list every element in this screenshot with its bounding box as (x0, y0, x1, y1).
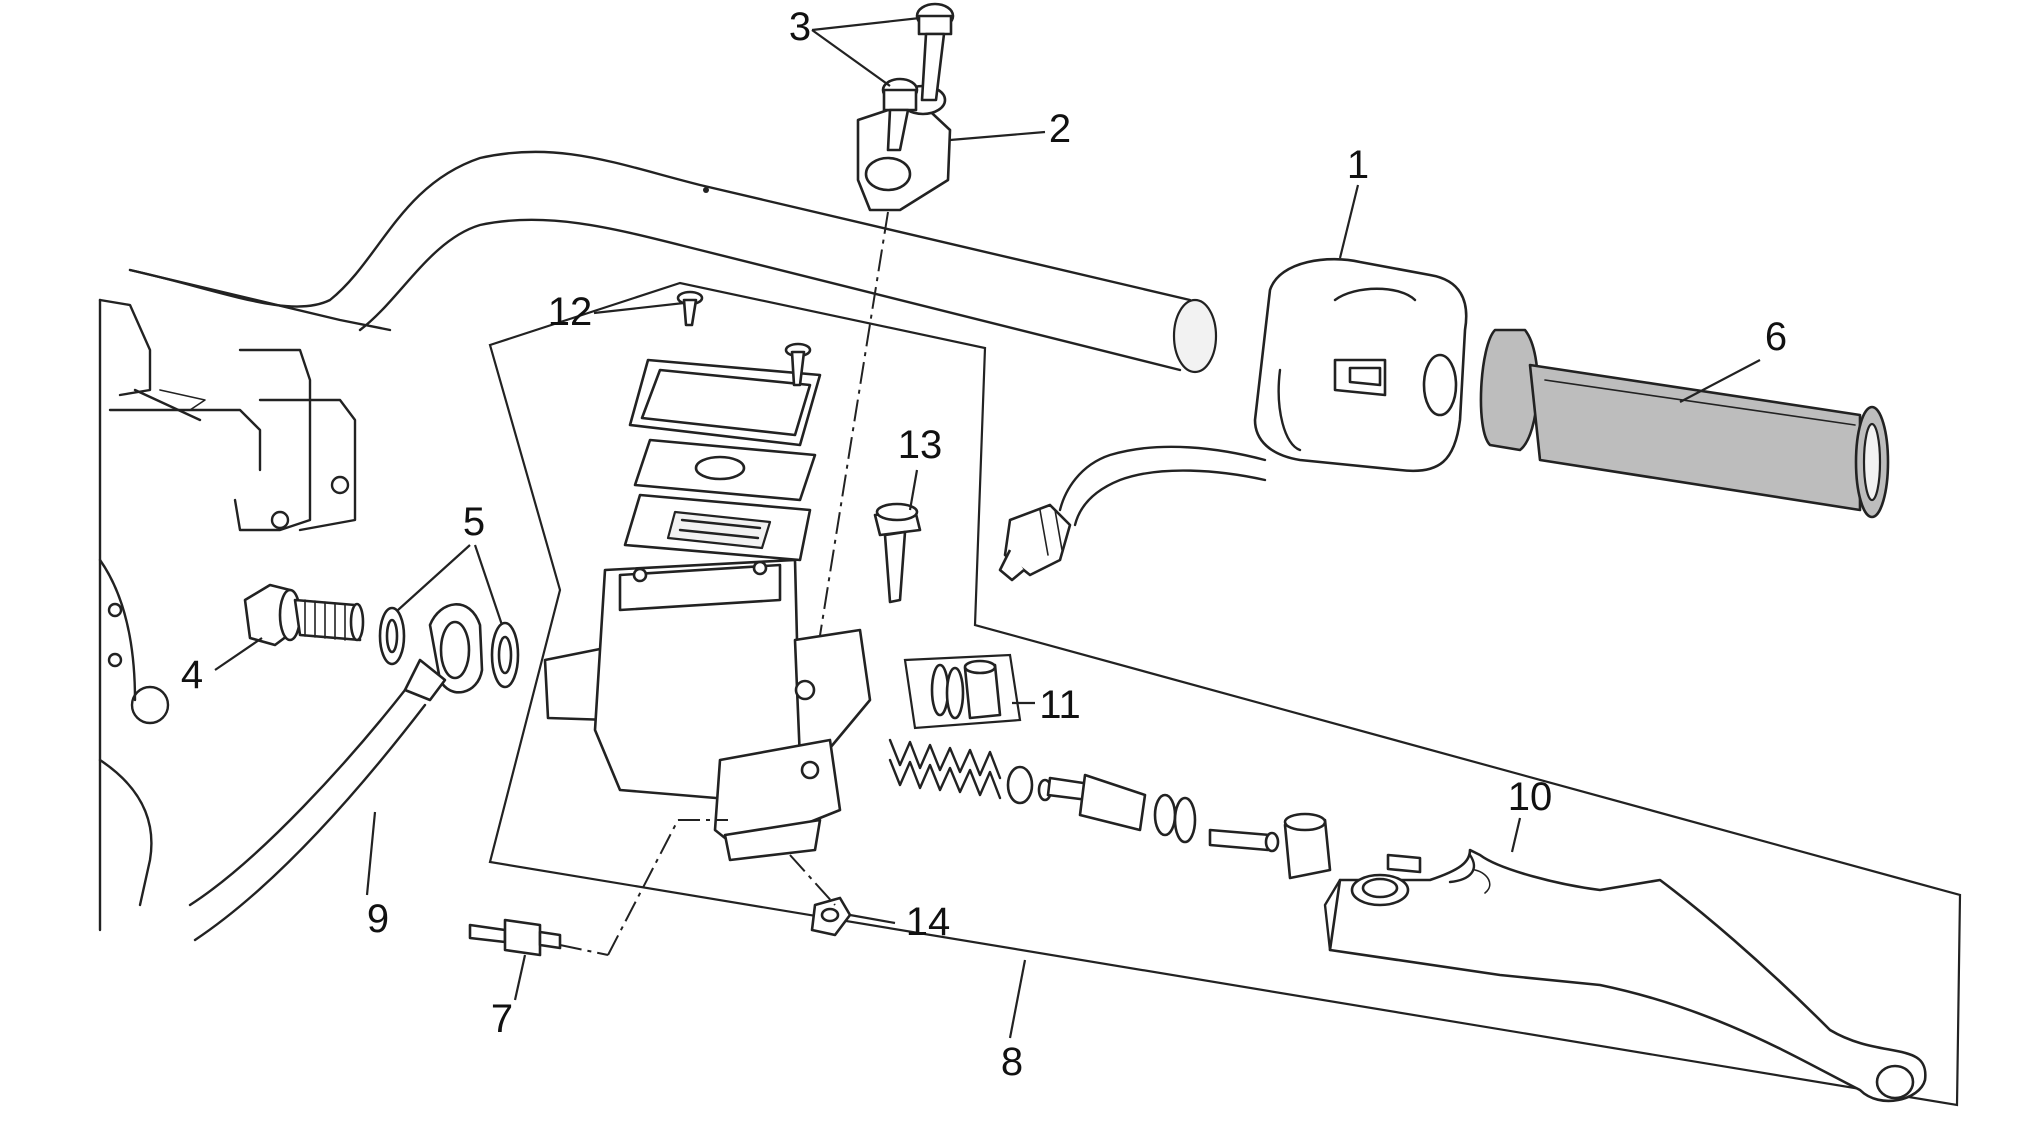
brake-light-switch (468, 819, 836, 957)
seal-kit (903, 653, 1022, 730)
cap-screws (676, 290, 812, 387)
switch-housing (1253, 257, 1468, 473)
callout-7: 7 (491, 997, 513, 1041)
clamp-screws (881, 2, 955, 152)
pivot-nut (810, 896, 852, 937)
callout-9: 9 (367, 897, 389, 941)
callout-1: 1 (1347, 143, 1369, 187)
handlebar (128, 150, 1218, 374)
leader-lines (214, 16, 1761, 1039)
clutch-lever (1323, 848, 1927, 1103)
callout-6: 6 (1765, 315, 1787, 359)
callout-13: 13 (898, 423, 943, 467)
callout-11: 11 (1039, 683, 1081, 727)
callout-4: 4 (181, 653, 203, 697)
callout-8: 8 (1001, 1040, 1023, 1084)
copper-washers (378, 606, 520, 689)
callout-3: 3 (789, 5, 811, 49)
callout-10: 10 (1508, 775, 1553, 819)
callout-2: 2 (1049, 107, 1071, 151)
banjo-bolt (243, 583, 365, 647)
reservoir-cap-stack (623, 358, 822, 562)
handle-grip (1479, 328, 1890, 519)
piston-assembly (888, 738, 1332, 880)
lever-pivot-bolt (873, 502, 922, 604)
callout-12: 12 (548, 290, 593, 334)
master-cylinder-body (543, 558, 872, 862)
switch-cable-connector (998, 445, 1267, 582)
clutch-hose (188, 603, 484, 942)
callout-5: 5 (463, 500, 485, 544)
master-cylinder-kit-outline (488, 281, 1962, 1107)
callout-14: 14 (906, 900, 951, 944)
